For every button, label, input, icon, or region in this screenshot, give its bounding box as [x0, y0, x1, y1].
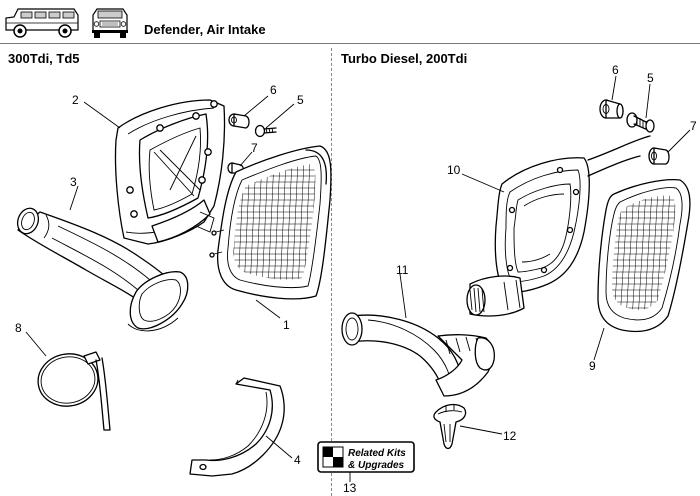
page-header: Defender, Air Intake	[0, 0, 700, 44]
related-kits-upgrades-badge[interactable]: Related Kits & Upgrades	[317, 441, 415, 473]
callout-numbers: 2 3 6 5 7 1 8 4 6 5 7 10 11 9 12 13	[15, 63, 697, 495]
callout-6-left: 6	[270, 83, 277, 97]
section-title-turbo-diesel-200tdi: Turbo Diesel, 200Tdi	[341, 51, 468, 66]
checkered-flag-icon	[322, 446, 344, 468]
callout-5-left: 5	[297, 93, 304, 107]
badge-line-2: & Upgrades	[348, 460, 405, 471]
callout-8: 8	[15, 321, 22, 335]
callout-7-left: 7	[251, 141, 258, 155]
callout-2: 2	[72, 93, 79, 107]
callout-13: 13	[343, 481, 357, 495]
header-divider	[0, 43, 700, 44]
callout-1: 1	[283, 318, 290, 332]
part-2-intake-housing[interactable]	[114, 99, 226, 245]
callout-7-right: 7	[690, 119, 697, 133]
callout-4: 4	[294, 453, 301, 467]
leader-lines	[25, 75, 691, 482]
part-6-bushing-left[interactable]	[228, 113, 250, 129]
callout-9: 9	[589, 359, 596, 373]
callout-12: 12	[503, 429, 517, 443]
part-3-intake-tube[interactable]	[14, 205, 189, 332]
part-1-mesh-grille[interactable]	[209, 145, 332, 300]
part-10-intake-housing[interactable]	[466, 135, 651, 317]
part-5-screw-right[interactable]	[626, 112, 655, 133]
section-divider	[331, 48, 332, 496]
defender-front-view-icon	[92, 8, 128, 38]
part-5-screw-left[interactable]	[254, 124, 277, 138]
section-title-300tdi-td5: 300Tdi, Td5	[8, 51, 80, 66]
callout-3: 3	[70, 175, 77, 189]
part-4-support-bracket[interactable]	[189, 377, 285, 477]
callout-5-right: 5	[647, 71, 654, 85]
part-7-bushing-right[interactable]	[648, 147, 670, 165]
part-8-tie-strap[interactable]	[34, 349, 111, 431]
part-9-mesh-grille[interactable]	[597, 178, 691, 333]
badge-line-1: Related Kits	[348, 448, 406, 459]
part-12-push-clip[interactable]	[433, 403, 467, 450]
defender-station-wagon-icon	[5, 8, 79, 38]
callout-11: 11	[396, 263, 409, 277]
part-6-flanged-bushing-right[interactable]	[599, 99, 624, 119]
part-11-intake-elbow[interactable]	[341, 312, 495, 397]
page-title: Defender, Air Intake	[144, 22, 266, 37]
callout-10: 10	[447, 163, 461, 177]
callout-6-right: 6	[612, 63, 619, 77]
